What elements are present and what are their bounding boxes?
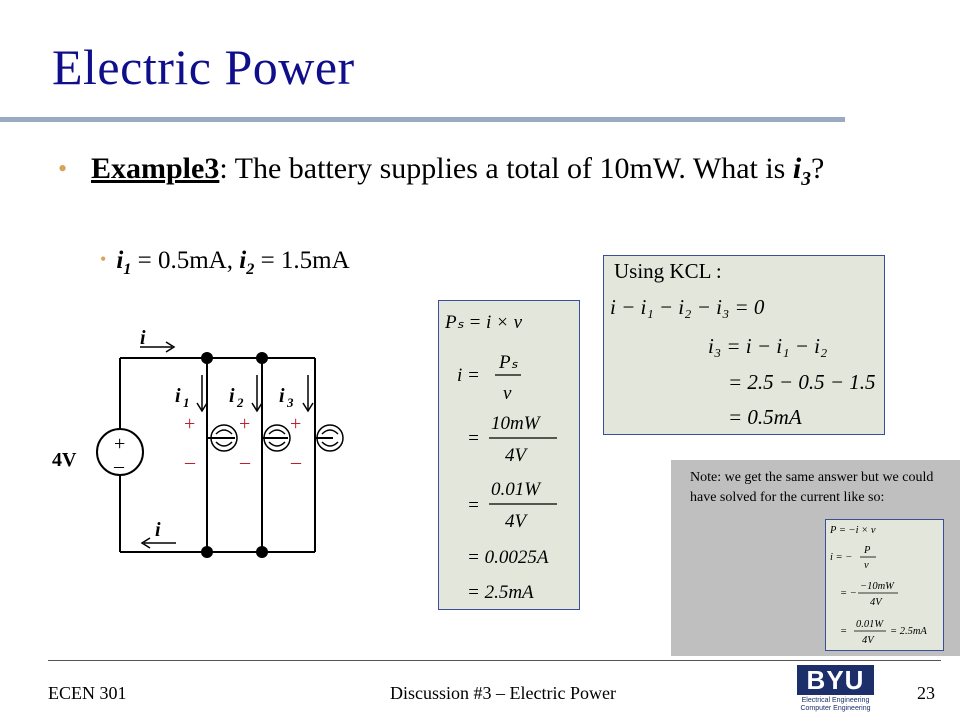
- source-plus: +: [114, 433, 125, 455]
- note-line-3-num: −10mW: [860, 581, 895, 592]
- branch-label-2: i: [229, 385, 235, 407]
- branch-label-3: i: [279, 385, 285, 407]
- kcl-line-3: = 2.5 − 0.5 − 1.5: [728, 370, 876, 394]
- branch-3-plus: +: [290, 413, 301, 435]
- power-line-6: = 2.5mA: [467, 582, 534, 603]
- branch-label-3-sub: 3: [286, 395, 294, 410]
- footer-course: ECEN 301: [48, 683, 127, 703]
- kcl-line-1: i − i₁ − i₂ − i₃ = 0: [610, 295, 765, 319]
- kcl-line-2: i₃ = i − i₁ − i₂: [708, 334, 827, 358]
- power-line-4-eq: =: [467, 495, 480, 516]
- bulb-2-icon: [263, 424, 291, 452]
- footer-divider: [48, 660, 941, 661]
- kcl-equation-box: Using KCL : i − i₁ − i₂ − i₃ = 0 i₃ = i …: [603, 255, 885, 435]
- given-var-2-sub: 2: [246, 260, 255, 278]
- footer-page-number: 23: [917, 683, 935, 703]
- bulb-1-icon: [210, 424, 238, 452]
- power-line-2-den: v: [503, 383, 512, 404]
- power-line-4-num: 0.01W: [491, 479, 542, 500]
- current-label-top: i: [140, 327, 146, 349]
- voltage-source: [96, 428, 144, 476]
- note-line-2-lhs: i = −: [830, 552, 852, 563]
- kcl-heading: Using KCL :: [614, 259, 722, 283]
- note-equation-box: P = −i × v i = − P v = − −10mW 4V = 0.01…: [825, 519, 944, 651]
- power-line-3-eq: =: [467, 428, 480, 449]
- note-line-2-num: P: [863, 545, 871, 556]
- bullet-dot-icon: •: [58, 154, 68, 183]
- node-dot-bottom-2: [256, 546, 268, 558]
- given-var-1: i: [116, 247, 124, 274]
- title-divider: [0, 117, 845, 122]
- node-dot-bottom-1: [201, 546, 213, 558]
- logo-line-1: Electrical Engineering: [801, 697, 870, 704]
- power-line-4-den: 4V: [505, 511, 529, 532]
- example-question: : The battery supplies a total of 10mW. …: [219, 152, 793, 185]
- note-line-1: P = −i × v: [829, 525, 876, 536]
- branch-label-1: i: [175, 385, 181, 407]
- example-var: i: [792, 152, 802, 185]
- power-equation-box: Pₛ = i × v i = Pₛ v = 10mW 4V = 0.01W 4V…: [438, 300, 580, 610]
- bullet-example: • Example3: The battery supplies a total…: [58, 150, 858, 199]
- note-line-4-den: 4V: [862, 635, 875, 646]
- source-voltage-label: 4V: [52, 449, 77, 471]
- note-line-4-num: 0.01W: [856, 619, 884, 630]
- example-end: ?: [810, 152, 825, 185]
- example-var-sub: 3: [801, 169, 811, 190]
- power-line-2-lhs: i =: [457, 365, 480, 386]
- sub-bullet-dot-icon: •: [100, 249, 107, 269]
- logo-line-2: Computer Engineering: [800, 705, 871, 712]
- branch-1-minus: –: [184, 451, 196, 473]
- note-line-3-den: 4V: [870, 597, 883, 608]
- kcl-line-4: = 0.5mA: [728, 405, 802, 429]
- given-value-1: = 0.5mA,: [131, 247, 240, 274]
- note-line-2-den: v: [864, 560, 869, 571]
- bullet-example-text: Example3: The battery supplies a total o…: [91, 150, 858, 199]
- slide-title: Electric Power: [52, 39, 355, 95]
- current-label-bottom: i: [155, 519, 161, 541]
- source-minus: –: [113, 455, 125, 477]
- branch-3-minus: –: [290, 451, 302, 473]
- circuit-diagram: i i i 1 i 2 i 3 4V + – + – + – + –: [52, 327, 344, 558]
- byu-logo-mark: BYU: [797, 665, 874, 695]
- bulb-3-icon: [316, 424, 344, 452]
- branch-2-minus: –: [239, 451, 251, 473]
- note-line-3-lhs: = −: [840, 588, 857, 599]
- note-line-4-lhs: =: [840, 626, 847, 637]
- example-label: Example3: [91, 152, 220, 185]
- power-line-3-den: 4V: [505, 445, 529, 466]
- note-text: Note: we get the same answer but we coul…: [690, 470, 934, 505]
- power-line-1: Pₛ = i × v: [444, 312, 523, 333]
- branch-2-plus: +: [239, 413, 250, 435]
- branch-label-1-sub: 1: [183, 395, 190, 410]
- bullet-given-values: •i1 = 0.5mA, i2 = 1.5mA: [100, 247, 350, 279]
- given-var-1-sub: 1: [123, 260, 132, 278]
- given-value-2: = 1.5mA: [254, 247, 350, 274]
- branch-label-2-sub: 2: [236, 395, 244, 410]
- footer-title: Discussion #3 – Electric Power: [390, 683, 616, 703]
- byu-logo: BYU Electrical Engineering Computer Engi…: [793, 663, 878, 718]
- power-line-2-num: Pₛ: [498, 352, 519, 373]
- note-line-4-rhs: = 2.5mA: [890, 626, 927, 637]
- branch-1-plus: +: [184, 413, 195, 435]
- given-var-2: i: [239, 247, 247, 274]
- node-dot-top-2: [256, 352, 268, 364]
- node-dot-top-1: [201, 352, 213, 364]
- power-line-3-num: 10mW: [491, 413, 542, 434]
- power-line-5: = 0.0025A: [467, 547, 549, 568]
